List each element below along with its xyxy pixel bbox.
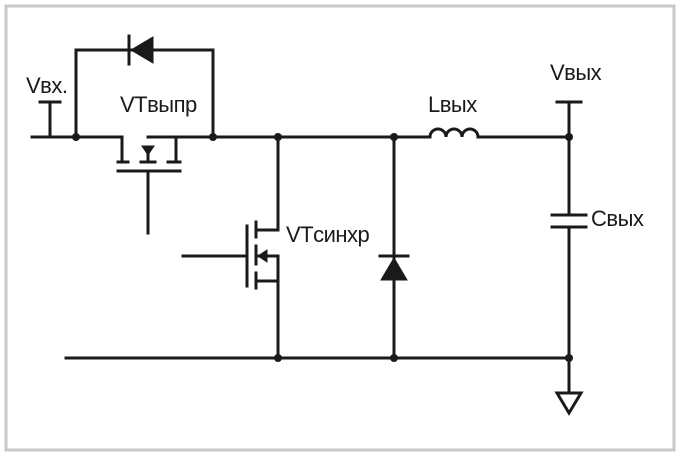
- label-v-out: Vвых: [550, 60, 602, 85]
- label-vt-rect: VTвыпр: [120, 92, 197, 117]
- input-terminal: [38, 100, 62, 139]
- output-inductor: [428, 127, 571, 139]
- output-capacitor: [550, 213, 588, 392]
- output-terminal: [555, 100, 583, 215]
- border: [4, 4, 676, 452]
- vt-rect-mosfet: [116, 135, 182, 235]
- label-c-out: Свых: [591, 206, 644, 231]
- ground-symbol: [554, 391, 584, 416]
- vt-sync-mosfet: [181, 135, 280, 360]
- label-vin: Vвх.: [26, 73, 67, 98]
- bypass-diode: [74, 34, 215, 139]
- junction-dots: [72, 133, 573, 362]
- freewheel-diode: [378, 135, 410, 360]
- label-l-out: Lвых: [428, 92, 477, 117]
- label-vt-sync: VTсинхр: [286, 222, 370, 247]
